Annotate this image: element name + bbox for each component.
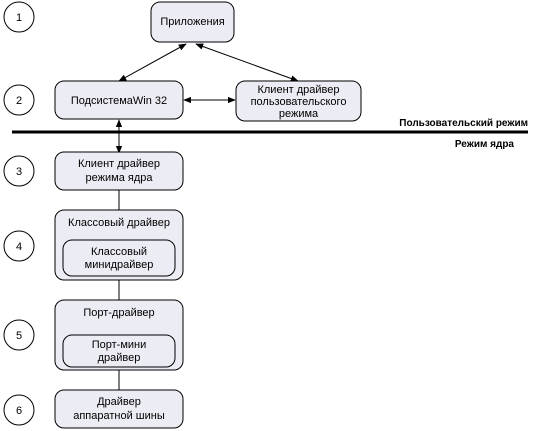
- step-circle-6: 6: [3, 394, 35, 426]
- step-number: 3: [16, 166, 22, 178]
- step-number: 1: [16, 12, 22, 24]
- node-bus-driver-line-2: аппаратной шины: [73, 410, 165, 422]
- node-applications-label: Приложения: [160, 16, 224, 28]
- step-circle-2: 2: [3, 84, 35, 116]
- node-port-driver: Порт-драйвер Порт-мини драйвер: [54, 299, 184, 371]
- node-port-minidriver-line-1: Порт-мини: [92, 339, 147, 351]
- node-port-minidriver-line-2: драйвер: [98, 352, 141, 364]
- node-class-minidriver: Классовый минидрайвер: [62, 239, 176, 277]
- arrow-apps-user-client: [195, 43, 299, 82]
- node-user-client-driver: Клиент драйвер пользовательского режима: [235, 80, 362, 122]
- node-port-driver-label: Порт-драйвер: [83, 307, 154, 319]
- step-number: 5: [16, 330, 22, 342]
- step-number: 6: [16, 405, 22, 417]
- kernel-mode-label: Режим ядра: [455, 139, 515, 150]
- connectors: [115, 43, 299, 390]
- step-number: 4: [16, 241, 22, 253]
- node-win32-subsystem-label: ПодсистемаWin 32: [71, 95, 167, 107]
- arrow-apps-win32: [118, 43, 187, 82]
- node-bus-driver-line-1: Драйвер: [97, 396, 141, 408]
- node-win32-subsystem: ПодсистемаWin 32: [54, 80, 184, 120]
- step-circle-5: 5: [3, 319, 35, 351]
- node-kernel-client-driver: Клиент драйвер режима ядра: [54, 151, 184, 191]
- node-class-driver: Классовый драйвер Классовый минидрайвер: [54, 209, 184, 281]
- node-applications: Приложения: [150, 1, 235, 43]
- user-mode-label: Пользовательский режим: [399, 118, 528, 129]
- node-user-client-driver-line-1: Клиент драйвер: [257, 84, 339, 96]
- node-port-minidriver: Порт-мини драйвер: [62, 334, 176, 368]
- node-class-minidriver-line-1: Классовый: [91, 246, 147, 258]
- node-kernel-client-driver-line-2: режима ядра: [86, 172, 154, 184]
- node-class-minidriver-line-2: минидрайвер: [85, 259, 154, 271]
- step-circle-1: 1: [3, 1, 35, 33]
- node-bus-driver: Драйвер аппаратной шины: [54, 389, 184, 429]
- step-circle-4: 4: [3, 230, 35, 262]
- node-user-client-driver-line-3: режима: [279, 108, 319, 120]
- node-user-client-driver-line-2: пользовательского: [251, 96, 347, 108]
- step-number: 2: [16, 95, 22, 107]
- node-class-driver-label: Классовый драйвер: [68, 217, 170, 229]
- node-kernel-client-driver-line-1: Клиент драйвер: [78, 158, 160, 170]
- step-circle-3: 3: [3, 155, 35, 187]
